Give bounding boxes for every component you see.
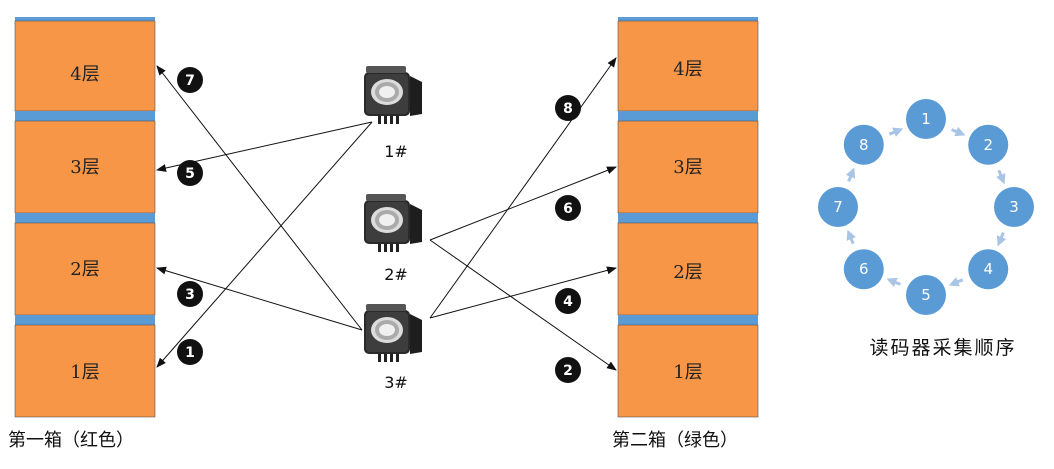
box2-layer-1: [617, 324, 759, 418]
camera-2: 2#: [364, 194, 422, 284]
cycle-arrow-7: [845, 167, 856, 183]
box1-layer-1: [14, 324, 156, 418]
box-1: 4层 3层 2层 1层 第一箱（红色）: [8, 17, 156, 451]
cycle-node-label: 8: [859, 136, 869, 154]
svg-text:6: 6: [563, 201, 573, 217]
layer-separator: [15, 111, 155, 121]
step-badge-1: 1: [177, 339, 203, 365]
cycle-node-label: 7: [833, 198, 843, 216]
cycle-arrow-4: [948, 277, 964, 287]
cycle-arrow-6: [846, 229, 856, 245]
box2-layer-3-label: 3层: [673, 157, 702, 178]
cameras: 1# 2# 3#: [364, 66, 422, 392]
barcode-reader-camera-icon: [364, 304, 422, 362]
barcode-reader-camera-icon: [364, 66, 422, 124]
scan-path-lines: [156, 57, 617, 371]
layer-separator: [15, 17, 155, 21]
cycle-arrow-8: [888, 127, 904, 137]
box2-caption: 第二箱（绿色）: [612, 430, 738, 451]
cycle-node-2: 2: [968, 124, 1009, 165]
svg-text:5: 5: [185, 166, 195, 182]
step-badge-3: 3: [177, 281, 203, 307]
box2-layer-2-label: 2层: [673, 262, 702, 283]
cycle-node-3: 3: [994, 187, 1034, 227]
box1-layer-4-label: 4层: [70, 64, 99, 85]
svg-text:3: 3: [185, 287, 195, 303]
box2-layer-1-label: 1层: [673, 362, 702, 383]
cycle-node-7: 7: [818, 187, 858, 227]
scan-line-step-8: [429, 57, 617, 319]
svg-text:2: 2: [563, 363, 573, 379]
scan-line-step-2: [429, 239, 617, 371]
box1-layer-2: [14, 222, 156, 316]
cycle-arrow-2: [996, 169, 1006, 185]
svg-text:1: 1: [185, 345, 195, 361]
scan-order-cycle: 1 2 3 4 5 6 7 8 读码器采集顺序: [818, 99, 1034, 359]
layer-separator: [618, 111, 758, 121]
layer-separator: [618, 213, 758, 223]
cycle-node-1: 1: [906, 99, 946, 139]
cycle-node-5: 5: [906, 275, 946, 315]
box2-layer-3: [617, 120, 759, 214]
camera-3-label: 3#: [384, 373, 408, 392]
scan-line-step-4: [429, 266, 617, 319]
scan-line-step-1: [156, 121, 373, 368]
scan-line-step-7: [156, 65, 363, 331]
barcode-reader-camera-icon: [364, 194, 422, 252]
cycle-node-label: 3: [1009, 198, 1019, 216]
svg-text:7: 7: [185, 73, 195, 89]
cycle-node-label: 4: [983, 260, 993, 278]
cycle-node-label: 5: [921, 286, 931, 304]
layer-separator: [618, 315, 758, 325]
svg-text:4: 4: [563, 294, 573, 310]
layer-separator: [15, 213, 155, 223]
scan-line-step-6: [429, 166, 617, 241]
svg-text:8: 8: [563, 101, 573, 117]
step-badge-4: 4: [555, 288, 581, 314]
box1-layer-2-label: 2层: [70, 259, 99, 280]
camera-3: 3#: [364, 304, 422, 392]
box2-layer-4: [617, 20, 759, 112]
camera-2-label: 2#: [384, 265, 408, 284]
box1-layer-4: [14, 20, 156, 112]
cycle-nodes: 1 2 3 4 5 6 7 8: [818, 99, 1034, 315]
camera-1: 1#: [364, 66, 422, 161]
box2-layer-4-label: 4层: [673, 59, 702, 80]
step-badge-8: 8: [555, 95, 581, 121]
cycle-node-8: 8: [843, 124, 884, 165]
cycle-arrow-1: [950, 126, 966, 137]
camera-1-label: 1#: [384, 142, 408, 161]
cycle-node-label: 1: [921, 110, 931, 128]
cycle-node-label: 6: [859, 260, 869, 278]
box1-layer-3: [14, 120, 156, 214]
cycle-node-label: 2: [983, 136, 993, 154]
layer-separator: [15, 315, 155, 325]
box1-layer-3-label: 3层: [70, 157, 99, 178]
layer-separator: [618, 17, 758, 21]
step-badge-2: 2: [555, 357, 581, 383]
cycle-arrow-5: [886, 277, 902, 288]
box1-caption: 第一箱（红色）: [8, 430, 134, 451]
cycle-title: 读码器采集顺序: [869, 337, 1016, 359]
box1-layer-1-label: 1层: [70, 362, 99, 383]
cycle-node-6: 6: [843, 249, 884, 290]
scan-line-step-3: [156, 266, 363, 331]
box-2: 4层 3层 2层 1层 第二箱（绿色）: [612, 17, 759, 451]
cycle-arrow-3: [996, 231, 1007, 247]
cycle-node-4: 4: [968, 249, 1009, 290]
step-badge-7: 7: [177, 67, 203, 93]
step-badge-6: 6: [555, 195, 581, 221]
cycle-arrows: [845, 126, 1007, 288]
box2-layer-2: [617, 222, 759, 316]
step-badges: 7 5 3 1 8 6 4 2: [177, 67, 581, 383]
step-badge-5: 5: [177, 160, 203, 186]
